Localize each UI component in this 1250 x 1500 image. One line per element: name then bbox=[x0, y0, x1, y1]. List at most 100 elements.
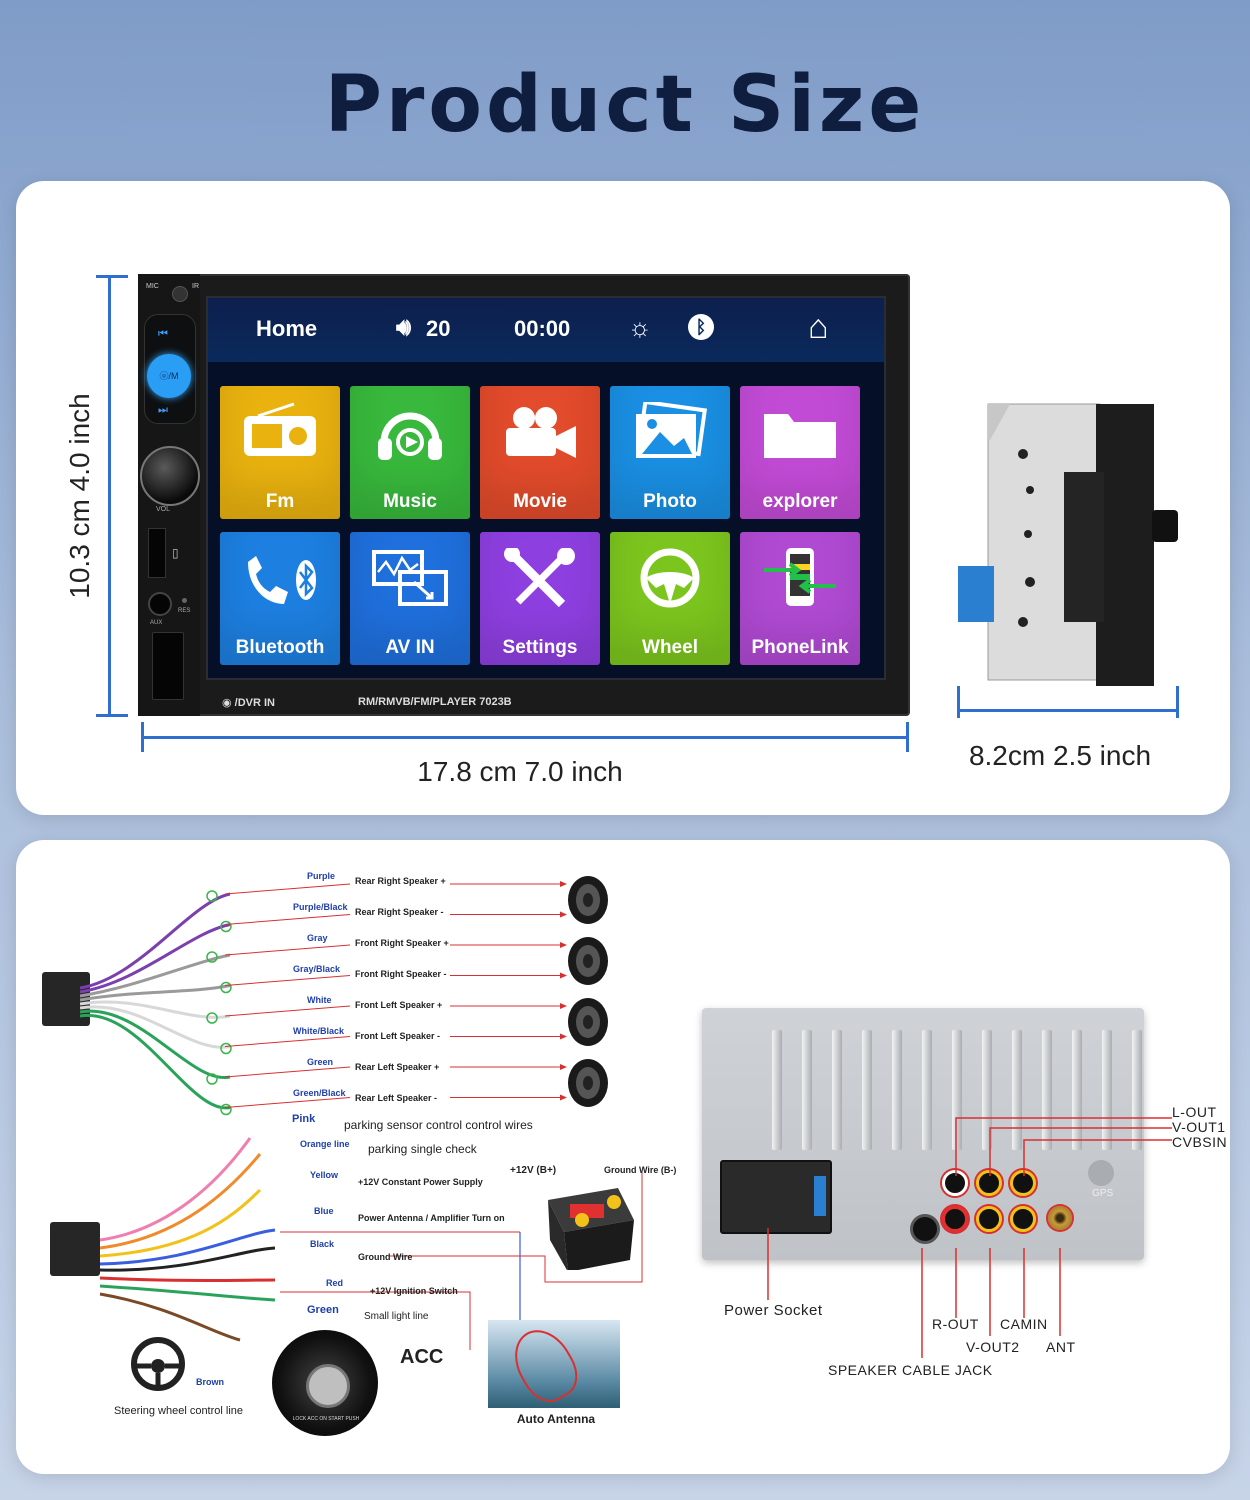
speaker-arrow-head bbox=[560, 1064, 567, 1070]
app-tile-label: Settings bbox=[502, 637, 578, 658]
reset-button[interactable] bbox=[182, 598, 187, 603]
app-tile-label: Music bbox=[383, 491, 437, 512]
ignition-lead-line bbox=[280, 1291, 471, 1350]
vol-label: VOL bbox=[156, 506, 171, 513]
previous-track-button[interactable]: ⏮ bbox=[158, 328, 168, 340]
speaker-arrow-head bbox=[560, 1003, 567, 1009]
app-tile-bluetooth[interactable]: Bluetooth bbox=[220, 532, 340, 665]
wire-black bbox=[99, 1246, 276, 1272]
height-dimension-cap-top bbox=[96, 275, 128, 278]
app-tile-phonelink[interactable]: PhoneLink bbox=[740, 532, 860, 665]
power-socket-label: Power Socket bbox=[724, 1302, 823, 1319]
steering-wheel-icon bbox=[131, 1337, 185, 1391]
cooling-fin bbox=[862, 1030, 872, 1150]
callout-cvbsin bbox=[1023, 1139, 1172, 1176]
ignition-key bbox=[306, 1364, 350, 1408]
speaker-wire-description: Rear Right Speaker - bbox=[355, 907, 444, 917]
steering-control-label: Steering wheel control line bbox=[114, 1405, 244, 1417]
leader-line bbox=[224, 914, 351, 925]
speaker-wire bbox=[80, 1005, 231, 1049]
wire-blue bbox=[99, 1228, 276, 1266]
wire-yellow bbox=[99, 1188, 262, 1258]
wire-orange bbox=[99, 1153, 262, 1250]
home-title: Home bbox=[256, 316, 318, 341]
mic-hole bbox=[172, 286, 188, 302]
pink-wire-name: Pink bbox=[292, 1113, 316, 1125]
l-out-label: L-OUT bbox=[1172, 1104, 1217, 1120]
battery-plus-label: +12V (B+) bbox=[510, 1165, 557, 1176]
power-socket bbox=[720, 1160, 832, 1234]
width-dimension-line bbox=[142, 736, 908, 739]
width-label: 17.8 cm 7.0 inch bbox=[417, 756, 623, 787]
leader-line bbox=[224, 1066, 351, 1078]
head-unit-side-view bbox=[958, 403, 1178, 686]
speaker-cable-jack bbox=[910, 1214, 940, 1244]
speaker-wire bbox=[80, 1014, 231, 1110]
app-tile-settings[interactable]: Settings bbox=[480, 532, 600, 665]
app-tile-explorer[interactable]: explorer bbox=[740, 386, 860, 519]
app-tile-label: explorer bbox=[762, 491, 838, 512]
ignition-marking: LOCK ACC ON START PUSH bbox=[292, 1416, 360, 1422]
antenna-highlight bbox=[503, 1319, 587, 1411]
power-mode-button[interactable]: ⓤ/M bbox=[147, 354, 191, 398]
orange-wire-name: Orange line bbox=[300, 1139, 350, 1149]
brightness-icon[interactable]: ☼ bbox=[628, 312, 652, 342]
depth-dimension-cap-left bbox=[957, 686, 960, 718]
app-tile-photo[interactable]: Photo bbox=[610, 386, 730, 519]
green-wire-name: Green bbox=[307, 1304, 339, 1316]
status-bar: Home 🔊︎ 20 00:00 ☼ ᛒ ⌂ bbox=[208, 298, 884, 362]
width-dimension-cap-left bbox=[141, 722, 144, 752]
app-tile-wheel[interactable]: Wheel bbox=[610, 532, 730, 665]
sd-card-slot[interactable] bbox=[148, 528, 166, 578]
wire-marker bbox=[220, 920, 232, 933]
speaker-arrow-head bbox=[560, 972, 567, 979]
orange-wire-description: parking single check bbox=[368, 1142, 477, 1156]
bluetooth-status-icon[interactable]: ᛒ bbox=[688, 314, 714, 340]
battery-minus-terminal bbox=[607, 1195, 621, 1209]
model-label: RM/RMVB/FM/PLAYER 7023B bbox=[358, 696, 512, 708]
speaker-wire-description: Rear Right Speaker + bbox=[355, 876, 446, 886]
app-tile-label: Movie bbox=[513, 491, 567, 512]
ir-label: IR bbox=[192, 283, 199, 290]
speaker-arrow-head bbox=[560, 911, 567, 918]
next-track-button[interactable]: ⏭ bbox=[158, 404, 168, 416]
height-dimension-line bbox=[108, 276, 111, 716]
battery-ground-label: Ground Wire (B-) bbox=[604, 1165, 677, 1175]
cooling-fin bbox=[832, 1030, 842, 1150]
volume-icon[interactable]: 🔊︎ bbox=[396, 314, 412, 341]
leader-line bbox=[224, 883, 351, 895]
red-wire-description: +12V Ignition Switch bbox=[370, 1286, 458, 1296]
usb-port[interactable] bbox=[152, 632, 184, 700]
volume-value: 20 bbox=[426, 316, 451, 341]
app-tile-label: PhoneLink bbox=[751, 637, 849, 658]
side-hole bbox=[1018, 449, 1028, 459]
app-tile-fm[interactable]: Fm bbox=[220, 386, 340, 519]
app-tile-movie[interactable]: Movie bbox=[480, 386, 600, 519]
speaker-arrow-head bbox=[560, 881, 567, 887]
app-tile-music[interactable]: Music bbox=[350, 386, 470, 519]
rca-port bbox=[976, 1206, 1002, 1232]
control-panel: MIC IR ⏮ ⓤ/M ⏭ VOL ▯ RES AUX bbox=[138, 274, 200, 716]
blue-wire-description: Power Antenna / Amplifier Turn on bbox=[358, 1213, 505, 1223]
speaker-cable-jack-label: SPEAKER CABLE JACK bbox=[828, 1362, 993, 1378]
cooling-fin bbox=[1012, 1030, 1022, 1150]
rca-port bbox=[1010, 1170, 1036, 1196]
depth-dimension-cap-right bbox=[1176, 686, 1179, 718]
dvr-in-label: ◉ /DVR IN bbox=[222, 697, 275, 709]
wire-marker bbox=[220, 1103, 232, 1116]
app-tile-label: Wheel bbox=[642, 637, 698, 658]
auto-antenna-label: Auto Antenna bbox=[516, 1412, 596, 1426]
home-icon[interactable]: ⌂ bbox=[808, 308, 829, 346]
app-tile-av-in[interactable]: AV IN bbox=[350, 532, 470, 665]
cooling-fin bbox=[772, 1030, 782, 1150]
side-front-bezel bbox=[1096, 404, 1154, 686]
volume-knob[interactable] bbox=[140, 446, 200, 506]
yellow-wire-description: +12V Constant Power Supply bbox=[358, 1177, 483, 1187]
mic-label: MIC bbox=[146, 283, 159, 290]
side-knob bbox=[1152, 510, 1178, 542]
wire-marker bbox=[206, 890, 218, 902]
side-connector bbox=[958, 566, 994, 622]
aux-jack[interactable] bbox=[148, 592, 172, 616]
side-bracket bbox=[1064, 472, 1104, 622]
